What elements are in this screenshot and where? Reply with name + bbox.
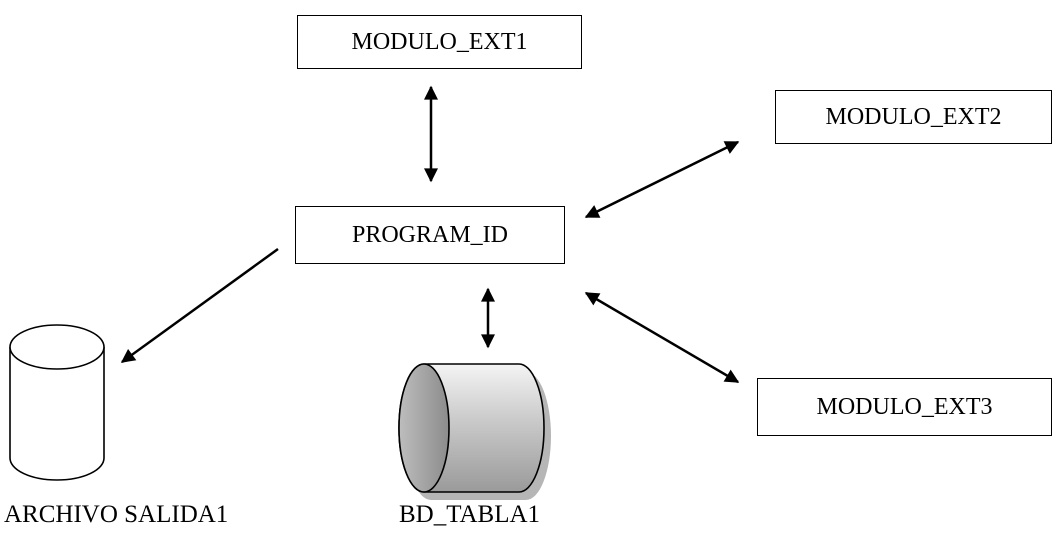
modulo-ext3-box: MODULO_EXT3 — [757, 378, 1052, 436]
connector-program-ext2 — [584, 140, 740, 219]
archivo-salida1-label: ARCHIVO SALIDA1 — [4, 501, 229, 528]
archivo-salida1-cylinder-icon — [9, 324, 105, 481]
modulo-ext2-box: MODULO_EXT2 — [775, 90, 1052, 144]
connector-program-ext3 — [584, 291, 740, 384]
modulo-ext2-label: MODULO_EXT2 — [825, 103, 1002, 130]
bd-tabla1-label: BD_TABLA1 — [399, 501, 541, 528]
bd-tabla1-drum-icon — [398, 363, 551, 500]
program-id-label: PROGRAM_ID — [351, 221, 509, 248]
program-id-box: PROGRAM_ID — [295, 206, 565, 264]
connector-program-archivo — [120, 247, 279, 364]
modulo-ext1-label: MODULO_EXT1 — [351, 28, 528, 55]
modulo-ext3-label: MODULO_EXT3 — [816, 393, 993, 420]
modulo-ext1-box: MODULO_EXT1 — [297, 15, 582, 69]
